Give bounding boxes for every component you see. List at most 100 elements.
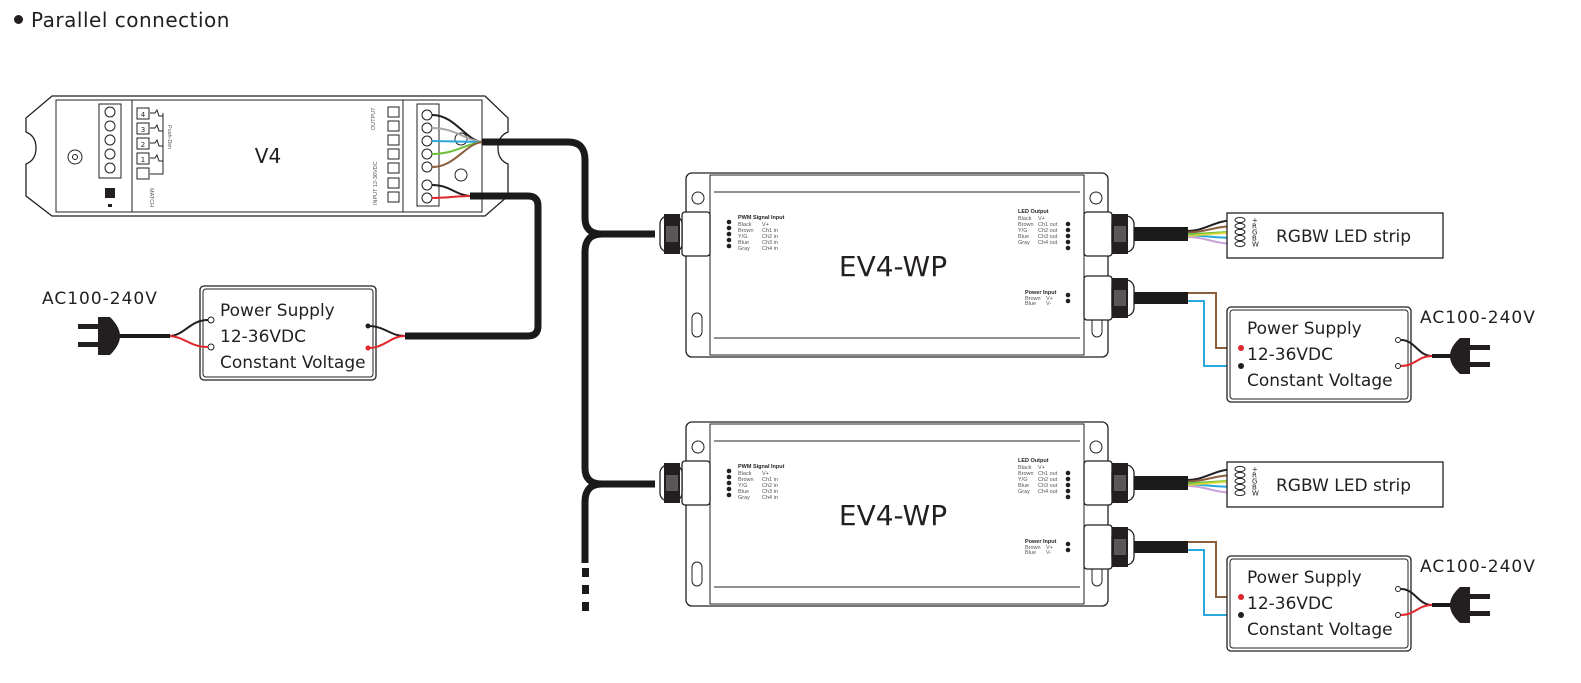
dc-minus-terminal — [1238, 612, 1244, 618]
wire-red-ac — [169, 335, 209, 348]
led-wire-function: Ch4 out — [1038, 489, 1058, 495]
mount-hole-icon — [691, 440, 705, 454]
dc-minus-terminal — [1238, 363, 1244, 369]
power-pin-dot — [1065, 298, 1071, 304]
strip-pin-label: G — [1252, 478, 1257, 486]
led-wire-color: Y/G — [1018, 228, 1027, 234]
ac-terminal-icon — [1395, 363, 1401, 369]
plug-prong — [1470, 611, 1490, 616]
pwm-pin-dot — [726, 237, 732, 243]
v4-controller: 4 3 2 1 Push-Dim MATCH V4 OUTPUT INPUT 1… — [25, 95, 509, 217]
psu-line2: 12-36VDC — [220, 327, 306, 347]
strip-pad — [1234, 216, 1246, 224]
mount-hole-icon — [67, 149, 83, 165]
psu-inner — [202, 288, 374, 378]
strip-pad — [1234, 228, 1246, 236]
ac-terminal-icon — [1395, 612, 1401, 618]
led-output-heading: LED Output — [1018, 209, 1049, 215]
pwm-wire-color: Blue — [738, 240, 749, 246]
ac-wire-red — [1400, 604, 1433, 616]
controller-inner-frame — [55, 99, 483, 213]
pwm-pin-dot — [726, 225, 732, 231]
terminal-minus — [387, 177, 400, 189]
led-strip-label: RGBW LED strip — [1276, 227, 1411, 247]
led-wire-function: Ch2 out — [1038, 477, 1058, 483]
button-label: 3 — [141, 126, 145, 134]
button-1[interactable] — [136, 152, 150, 165]
wire-red — [367, 335, 406, 349]
power-pin-dot — [1065, 541, 1071, 547]
led-wire-color: Gray — [1018, 489, 1030, 495]
mount-hole-icon — [1089, 440, 1103, 454]
ac-wire-red — [1400, 355, 1433, 367]
power-pin-dot — [1065, 292, 1071, 298]
socket — [104, 120, 116, 132]
pwm-wire-color: Y/G — [738, 483, 747, 489]
strip-pad — [1234, 489, 1246, 497]
plug-prong — [78, 324, 98, 329]
power-pin-dot — [1065, 547, 1071, 553]
power-wire-color: Blue — [1025, 301, 1036, 307]
led-wire-color: Black — [1018, 216, 1032, 222]
pwm-input-gland — [659, 211, 711, 257]
led-wire-function: Ch3 out — [1038, 483, 1058, 489]
led-wire-function: V+ — [1038, 465, 1045, 471]
push-dim-label: Push-Dim — [166, 125, 172, 150]
led-wire-color: Blue — [1018, 483, 1029, 489]
ac-voltage-label: AC100-240V — [42, 289, 158, 309]
dash — [582, 602, 589, 611]
ac-plug-icon — [1450, 338, 1470, 374]
wire-black-ac — [169, 319, 209, 337]
pwm-wire-function: Ch1 in — [762, 228, 778, 234]
power-wire-color: Brown — [1025, 545, 1041, 551]
ac-voltage-label: AC100-240V — [1420, 557, 1536, 577]
mount-hole-center — [72, 154, 78, 160]
gland-grip — [1112, 214, 1128, 254]
psu-inner — [1229, 309, 1409, 400]
driver-housing — [685, 421, 1109, 607]
pwm-pin-dot — [726, 474, 732, 480]
power-cable-to-controller — [405, 192, 542, 340]
gland-highlight — [666, 226, 678, 242]
rj-terminal — [98, 103, 122, 179]
strip-pin-label: W — [1252, 241, 1259, 249]
pwm-wire-color: Black — [738, 471, 752, 477]
led-pin-dot — [1065, 239, 1071, 245]
signal-cable-continuation — [581, 480, 603, 563]
psu-line1: Power Supply — [1247, 319, 1362, 339]
led-output-gland — [1083, 460, 1135, 506]
power-wire-function: V- — [1046, 301, 1051, 307]
led-wire-color: Blue — [1018, 234, 1029, 240]
diagram-title: Parallel connection — [14, 8, 230, 32]
socket — [104, 106, 116, 118]
gland-nut — [1083, 524, 1113, 570]
button-label: 1 — [141, 156, 145, 164]
button-3[interactable] — [136, 122, 150, 135]
mount-slot-icon — [691, 561, 703, 587]
led-strip-label: RGBW LED strip — [1276, 476, 1411, 496]
driver-body — [709, 423, 1085, 605]
output-label: OUTPUT — [371, 107, 377, 130]
terminal-sockets — [104, 106, 116, 174]
power-input-heading: Power Input — [1025, 290, 1057, 296]
match-button[interactable] — [105, 188, 115, 198]
power-wire-function: V+ — [1046, 545, 1053, 551]
button-2[interactable] — [136, 137, 150, 150]
wire-blue — [431, 140, 483, 143]
dc-plus-terminal — [1238, 345, 1244, 351]
button-label: 4 — [141, 111, 146, 119]
psu-wire-blue — [1188, 300, 1240, 367]
driver-body — [709, 174, 1085, 356]
pwm-pin-dot — [726, 492, 732, 498]
psu-box — [1226, 555, 1412, 652]
left-power-supply: Power Supply 12-36VDC Constant Voltage A… — [42, 285, 406, 381]
ac-terminal-icon — [1395, 337, 1401, 343]
button-4[interactable] — [136, 107, 150, 120]
pwm-pin-dot — [726, 486, 732, 492]
strip-pin-label: + — [1252, 217, 1258, 225]
terminal-ch2 — [387, 148, 400, 160]
socket — [104, 162, 116, 174]
pwm-pin-dot — [726, 468, 732, 474]
pwm-wire-color: Blue — [738, 489, 749, 495]
pwm-input-heading: PWM Signal Input — [738, 215, 785, 221]
